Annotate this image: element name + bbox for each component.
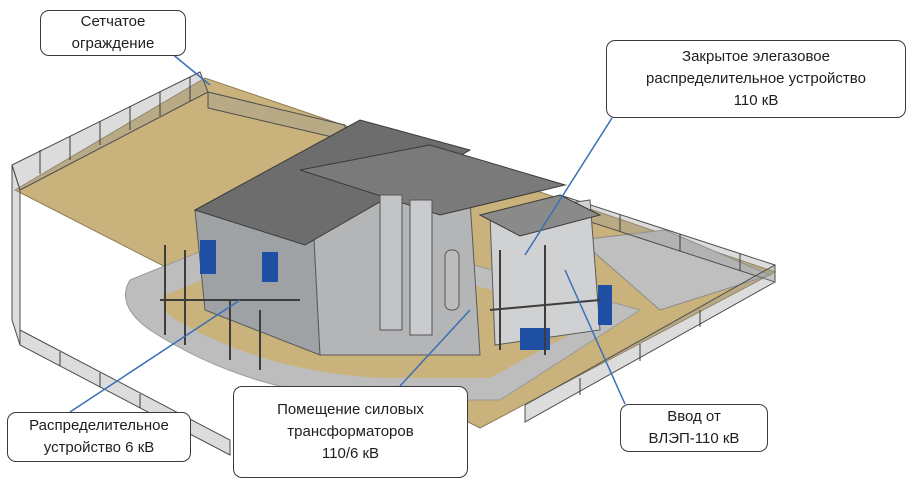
callout-inlet-line-1: Ввод от <box>667 408 721 425</box>
callout-transformers-line-2: трансформаторов <box>287 423 414 440</box>
callout-switchgear-line-2: устройство 6 кВ <box>43 439 155 456</box>
callout-gis-line-1: Закрытое элегазовое <box>682 48 830 65</box>
callout-inlet-line-2: ВЛЭП-110 кВ <box>648 430 740 447</box>
callout-fence: Сетчатое ограждение <box>40 10 186 56</box>
blue-door-left <box>200 240 216 274</box>
blue-door-mid <box>262 252 278 282</box>
leader-lines <box>69 47 626 413</box>
callout-switchgear: Распределительное устройство 6 кВ <box>7 412 191 462</box>
callout-transformers: Помещение силовых трансформаторов 110/6 … <box>233 386 468 478</box>
cooling-pipe <box>444 249 460 311</box>
transformer-column-2 <box>409 199 433 336</box>
perimeter-fence <box>11 71 776 456</box>
callout-gis-line-3: 110 кВ <box>733 92 779 109</box>
callout-switchgear-line-1: Распределительное <box>29 417 169 434</box>
callout-fence-line-1: Сетчатое <box>80 13 146 30</box>
transformer-column-1 <box>379 194 403 331</box>
right-yard <box>578 229 772 311</box>
blue-panel-gis <box>598 285 612 325</box>
callout-fence-line-2: ограждение <box>71 35 155 52</box>
steel-structure <box>160 245 601 370</box>
callout-gis-line-2: распределительное устройство <box>646 70 866 87</box>
gis-roof <box>478 194 602 237</box>
callout-transformers-line-1: Помещение силовых <box>277 401 424 418</box>
callout-gis: Закрытое элегазовое распределительное ус… <box>606 40 906 118</box>
callout-inlet: Ввод от ВЛЭП-110 кВ <box>620 404 768 452</box>
callout-transformers-line-3: 110/6 кВ <box>321 445 380 462</box>
blue-panel-gis-low <box>520 328 550 350</box>
